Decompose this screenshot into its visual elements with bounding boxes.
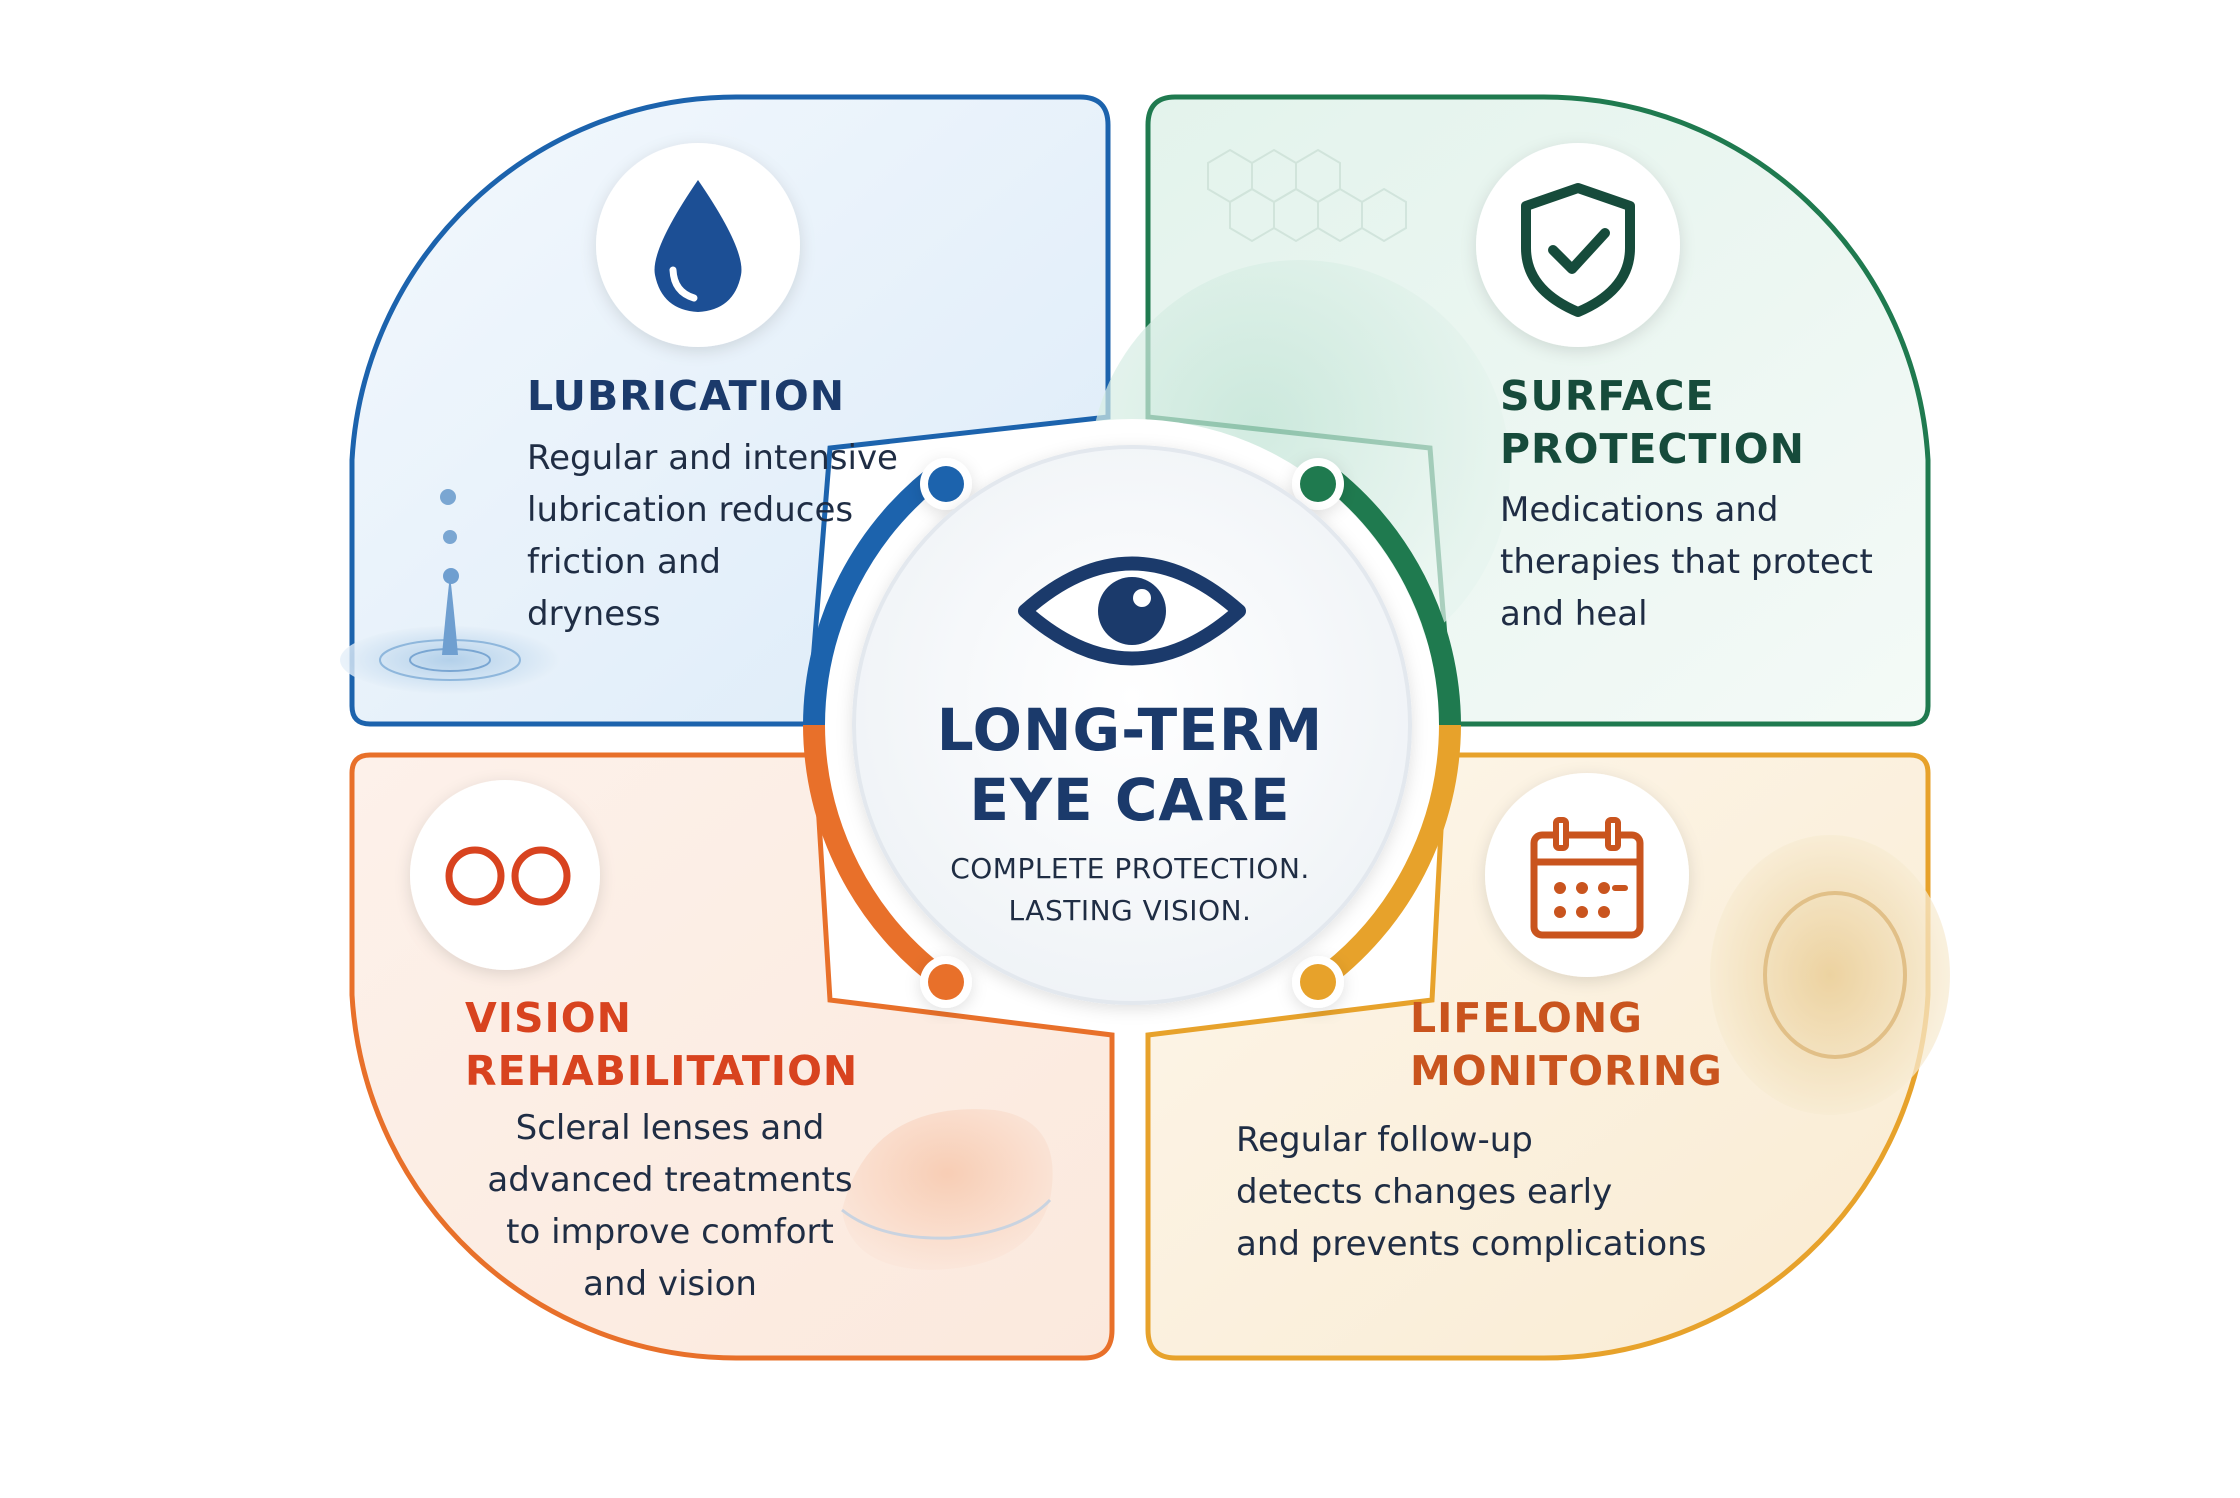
water-ripple-decoration (340, 489, 560, 694)
ring-segment-yellow (1311, 724, 1461, 991)
center-title: LONG-TERM EYE CARE (936, 696, 1324, 834)
node-lifelong-monitoring (1292, 956, 1344, 1008)
ring-segment-orange (803, 724, 953, 991)
node-vision-rehabilitation (920, 956, 972, 1008)
lubrication-description: Regular and intensive lubrication reduce… (527, 438, 898, 634)
surface-protection-title: SURFACE PROTECTION (1500, 372, 1805, 473)
ring-segment-green (1311, 459, 1461, 726)
lifelong-monitoring-description: Regular follow-up detects changes early … (1236, 1120, 1707, 1264)
eyeball-decoration (1710, 835, 1950, 1115)
surface-protection-description: Medications and therapies that protect a… (1500, 490, 1873, 634)
lifelong-monitoring-title: LIFELONG MONITORING (1410, 994, 1723, 1095)
center-circle (852, 445, 1412, 1005)
node-surface-protection (1292, 458, 1344, 510)
node-lubrication (920, 458, 972, 510)
shield-check-icon (1476, 143, 1680, 347)
eye-icon (1018, 556, 1246, 666)
center-subtitle: COMPLETE PROTECTION. LASTING VISION. (950, 852, 1310, 927)
lenses-icon (410, 780, 600, 970)
hexagon-pattern-decoration (1207, 148, 1407, 243)
vision-rehabilitation-description: Scleral lenses and advanced treatments t… (487, 1108, 853, 1304)
ring-segment-blue (803, 459, 953, 726)
water-drop-icon (596, 143, 800, 347)
vision-rehabilitation-title: VISION REHABILITATION (465, 994, 859, 1095)
lubrication-title: LUBRICATION (527, 372, 846, 420)
lubrication-panel (349, 94, 1111, 727)
scleral-lens-decoration (841, 1109, 1053, 1270)
calendar-icon (1485, 773, 1689, 977)
surface-protection-panel (1145, 94, 1931, 727)
